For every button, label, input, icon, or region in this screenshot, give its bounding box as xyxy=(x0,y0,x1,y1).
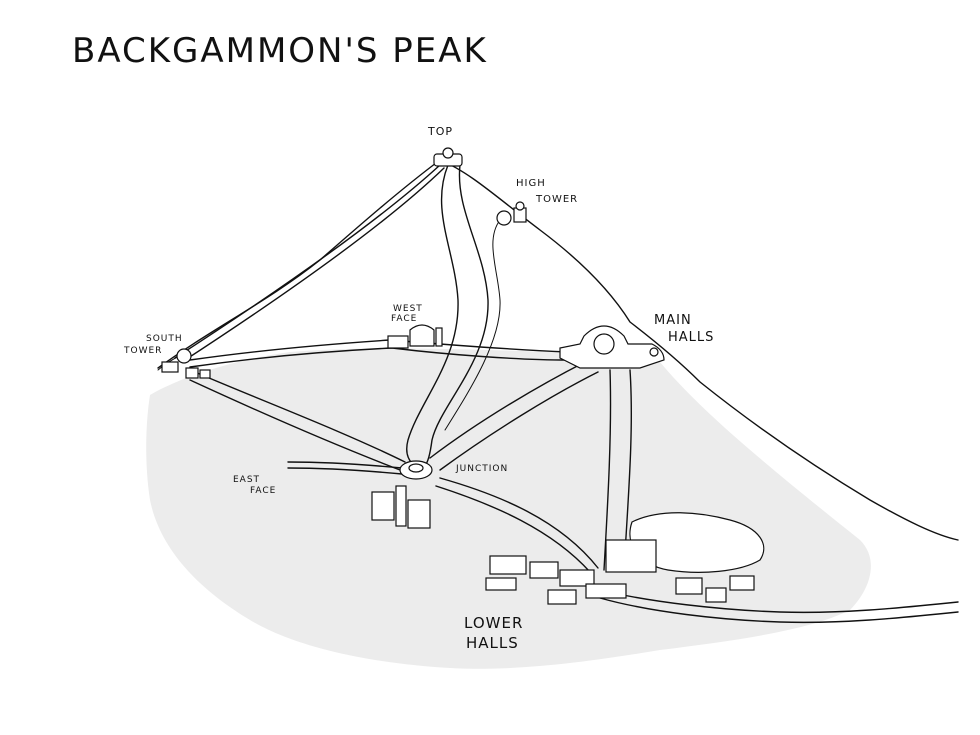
road-south-junction-a xyxy=(194,371,406,463)
label-high-tower-line1: HIGH xyxy=(516,178,546,189)
label-east-face-line2: FACE xyxy=(250,486,276,496)
label-south-tower-line1: SOUTH xyxy=(146,334,183,344)
road-east-inner xyxy=(599,589,959,614)
path-top-junction-b xyxy=(423,164,489,469)
label-east-face-line1: EAST xyxy=(233,475,260,485)
road-east-outer xyxy=(599,597,959,624)
road-junction-west-a xyxy=(287,461,403,469)
label-south-tower-line2: TOWER xyxy=(123,346,162,356)
label-lower-halls-line1: LOWER xyxy=(464,614,523,632)
road-junction-west-b xyxy=(287,467,403,475)
junction-structure xyxy=(371,460,433,529)
causeway-main-junction-a xyxy=(429,361,586,459)
high-tower-structure xyxy=(496,201,527,226)
road-south-junction-b xyxy=(189,379,401,471)
causeway-main-junction-b xyxy=(439,371,599,471)
path-top-south-a xyxy=(174,164,441,359)
label-west-face-line2: FACE xyxy=(391,314,417,324)
lower-halls-structure xyxy=(485,512,765,605)
west-face-structure xyxy=(387,324,443,349)
top-structure xyxy=(433,147,463,167)
path-top-south-b xyxy=(181,167,445,363)
label-top: TOP xyxy=(427,125,453,138)
label-high-tower-line2: TOWER xyxy=(535,194,578,205)
path-top-junction-a xyxy=(406,164,459,469)
label-west-face-line1: WEST xyxy=(393,304,423,314)
road-junction-lower-a xyxy=(439,477,599,569)
label-main-halls-line2: HALLS xyxy=(668,330,714,345)
map-title: BACKGAMMON'S PEAK xyxy=(72,31,488,71)
south-tower-structure xyxy=(161,348,211,379)
road-junction-lower-b xyxy=(435,485,591,573)
label-lower-halls-line2: HALLS xyxy=(466,634,519,652)
main-halls-structure xyxy=(559,325,665,369)
label-junction: JUNCTION xyxy=(455,464,508,474)
label-main-halls-line1: MAIN xyxy=(654,313,692,328)
path-high-tower xyxy=(444,219,501,431)
